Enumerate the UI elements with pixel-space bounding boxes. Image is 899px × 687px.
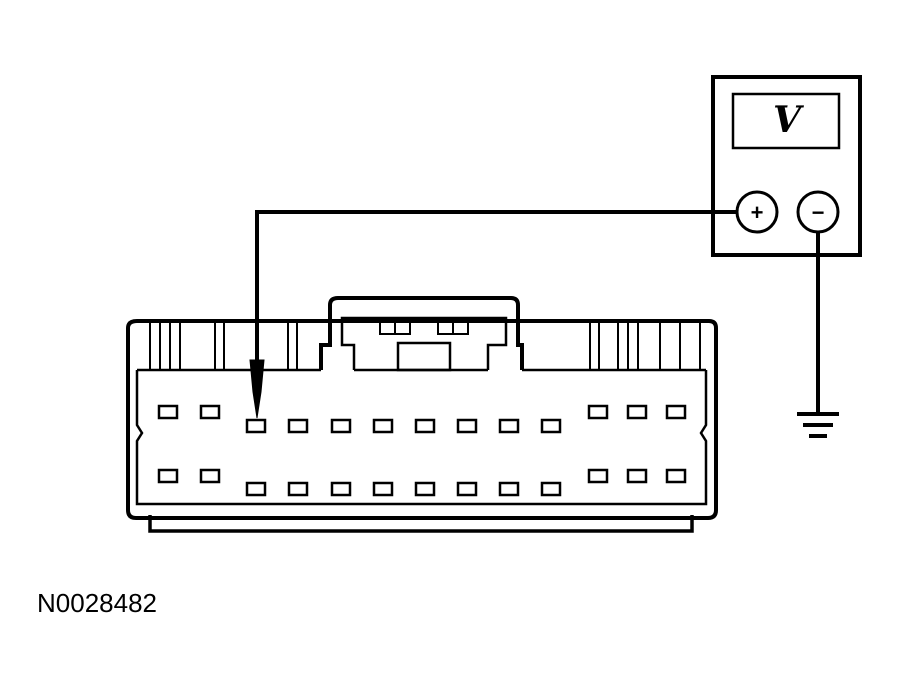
positive-test-lead [255,210,737,362]
latch-block [396,341,452,372]
pin-cavity [587,468,609,484]
pin-cavity [330,481,352,497]
pin-cavity [330,418,352,434]
pin-cavity [456,481,478,497]
pin-cavities [157,404,687,497]
pin-cavity [456,418,478,434]
latch-teeth [379,321,469,335]
test-probe-tip [249,359,265,419]
pin-cavity [414,481,436,497]
negative-terminal-label: − [812,200,825,225]
probed-pin-cavity [245,418,267,434]
connector-latch-inner [340,316,508,370]
pin-cavity [414,418,436,434]
voltmeter-body [711,75,862,257]
ground-symbol [797,412,839,438]
pin-cavity [587,404,609,420]
connector-housing [126,319,718,520]
positive-terminal-label: + [751,200,764,225]
pin-cavity [665,404,687,420]
pin-cavity [287,418,309,434]
pin-cavity [626,404,648,420]
pin-cavity [372,418,394,434]
pin-cavity [287,481,309,497]
pin-cavity [372,481,394,497]
pin-cavity [157,468,179,484]
voltmeter-display-symbol: V [773,99,804,141]
connector-base [148,515,694,533]
voltmeter-display [731,92,841,150]
pin-cavity [540,418,562,434]
pin-cavity [498,418,520,434]
pin-cavity [540,481,562,497]
connector [126,296,718,533]
pin-cavity [498,481,520,497]
pin-cavity [199,404,221,420]
figure-id: N0028482 [37,588,157,618]
pin-cavity [626,468,648,484]
voltmeter: V + − [711,75,862,257]
pin-cavity [665,468,687,484]
connector-latch [319,296,524,370]
pin-cavity [245,481,267,497]
housing-ribs [149,323,701,370]
pin-cavity [199,468,221,484]
pin-cavity [157,404,179,420]
